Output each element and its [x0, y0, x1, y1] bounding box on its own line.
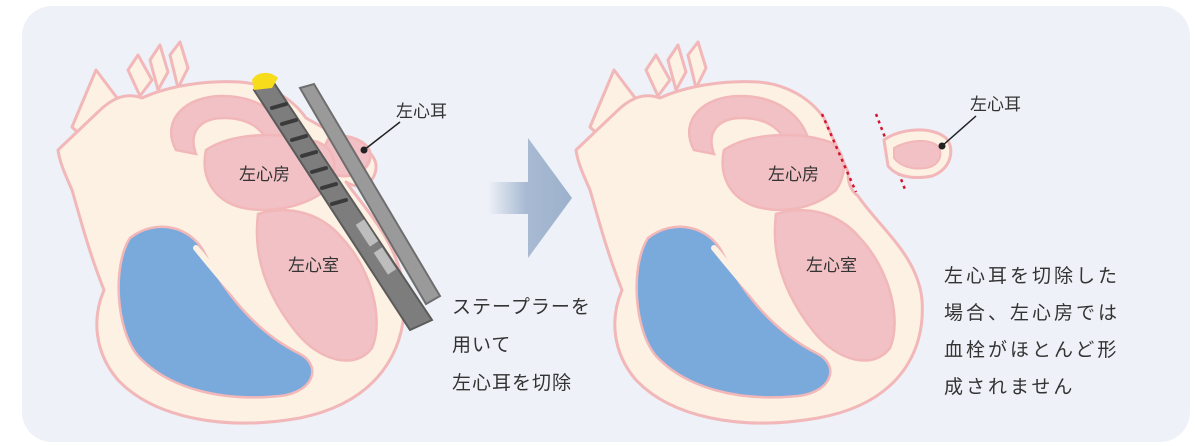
heart-after [576, 42, 976, 423]
label-right-atrium: 左心房 [768, 160, 819, 185]
caption-right: 左心耳を切除した 場合、左心房では 血栓がほとんど形 成されません [944, 258, 1120, 406]
heart-before [58, 42, 440, 423]
appendage-leader-line [942, 116, 976, 146]
label-right-appendage: 左心耳 [970, 90, 1021, 115]
label-right-ventricle: 左心室 [806, 251, 857, 276]
appendage-leader-dot [361, 147, 368, 154]
label-left-appendage: 左心耳 [396, 97, 447, 122]
label-left-atrium: 左心房 [239, 160, 290, 185]
appendage-leader-dot [939, 143, 946, 150]
transition-arrow [488, 138, 572, 258]
label-left-ventricle: 左心室 [288, 251, 339, 276]
appendage-leader-line [364, 122, 400, 150]
caption-left: ステープラーを 用いて 左心耳を切除 [452, 288, 591, 402]
